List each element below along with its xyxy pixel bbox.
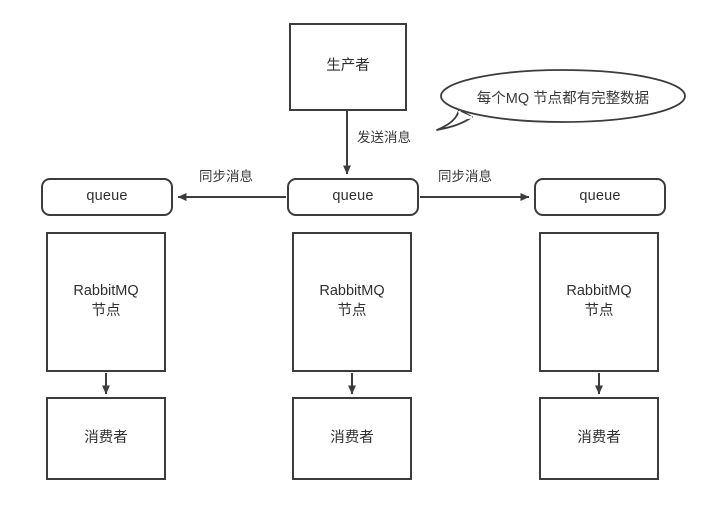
queue-label-2: queue	[332, 188, 374, 205]
edge-label-sync-right: 同步消息	[438, 169, 492, 184]
edge-label-sync-left: 同步消息	[199, 169, 253, 184]
consumer-box-1[interactable]: 消费者	[46, 397, 166, 480]
edge-label-send: 发送消息	[357, 130, 411, 145]
queue-label-1: queue	[86, 188, 128, 205]
queue-box-3[interactable]: queue	[534, 178, 666, 216]
rabbitmq-node-box-3[interactable]: RabbitMQ 节点	[539, 232, 659, 372]
consumer-box-3[interactable]: 消费者	[539, 397, 659, 480]
callout-bubble-shape	[436, 69, 686, 131]
producer-label: 生产者	[326, 58, 370, 75]
queue-box-1[interactable]: queue	[41, 178, 173, 216]
consumer-label-1: 消费者	[84, 429, 128, 446]
callout-text: 每个MQ 节点都有完整数据	[476, 91, 650, 107]
rabbitmq-node-label-2: RabbitMQ 节点	[319, 283, 385, 319]
queue-box-2[interactable]: queue	[287, 178, 419, 216]
consumer-label-3: 消费者	[577, 429, 621, 446]
consumer-box-2[interactable]: 消费者	[292, 397, 412, 480]
rabbitmq-node-label-1: RabbitMQ 节点	[73, 283, 139, 319]
rabbitmq-node-box-2[interactable]: RabbitMQ 节点	[292, 232, 412, 372]
consumer-label-2: 消费者	[330, 429, 374, 446]
queue-label-3: queue	[579, 188, 621, 205]
rabbitmq-node-box-1[interactable]: RabbitMQ 节点	[46, 232, 166, 372]
producer-box[interactable]: 生产者	[289, 23, 407, 111]
rabbitmq-node-label-3: RabbitMQ 节点	[566, 283, 632, 319]
